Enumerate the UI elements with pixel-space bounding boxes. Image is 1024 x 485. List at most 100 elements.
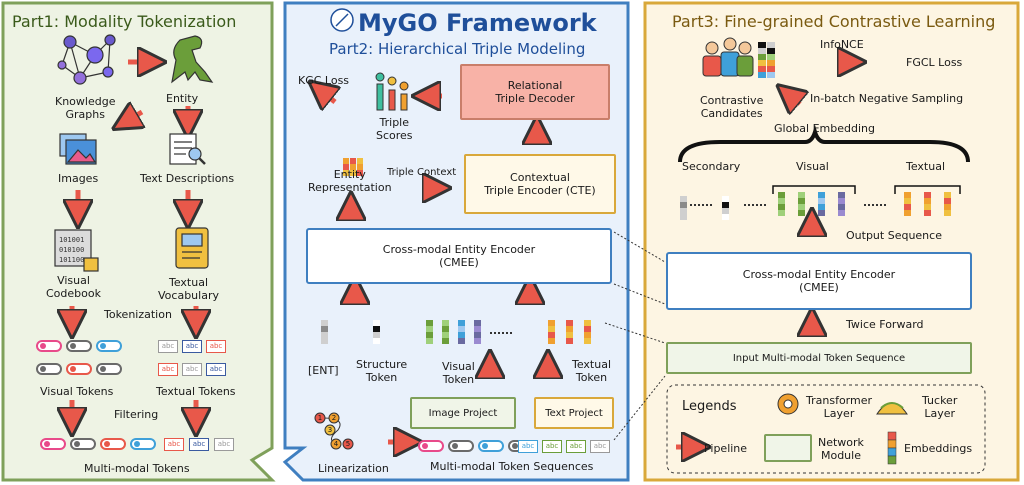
candidate-embeddings	[758, 72, 766, 78]
framework-title: MyGO Framework	[358, 9, 597, 37]
ellipsis-dots	[690, 204, 712, 206]
candidate-embeddings	[767, 48, 775, 54]
secondary-label: Secondary	[682, 160, 741, 173]
embedding-bar	[584, 326, 591, 332]
sequence-token-chip: abc	[566, 440, 586, 453]
entity-representation-embedding	[357, 164, 363, 170]
visual-token-chip	[66, 340, 92, 352]
embedding-bar	[818, 198, 825, 204]
linearization-step: 4	[333, 440, 339, 448]
legend-pipeline-label: Pipeline	[704, 442, 748, 455]
textual-token-chip: abc	[158, 340, 178, 353]
text-descriptions-icon	[169, 133, 206, 165]
cmee-encoder-part3: Cross-modal Entity Encoder (CMEE)	[666, 252, 972, 310]
embedding-bar	[584, 338, 591, 344]
ent-embedding	[321, 320, 328, 326]
embedding-bar	[458, 338, 465, 344]
entity-representation-embedding	[357, 170, 363, 176]
legends-label: Legends	[682, 399, 737, 414]
embedding-bar	[680, 202, 687, 208]
embedding-bar	[924, 198, 931, 204]
embedding-bar	[548, 320, 555, 326]
entity-representation-embedding	[343, 164, 349, 170]
embedding-bar	[442, 320, 449, 326]
sequence-token-chip: abc	[518, 440, 538, 453]
candidate-embeddings	[767, 66, 775, 72]
multimodal-token-chip	[100, 438, 126, 450]
embedding-bar	[442, 332, 449, 338]
embedding-bar	[818, 204, 825, 210]
triple-context-label: Triple Context	[387, 167, 457, 178]
linearization-icon	[314, 412, 354, 450]
compass-icon	[330, 8, 354, 32]
embedding-bar	[838, 198, 845, 204]
candidate-embeddings	[758, 54, 766, 60]
tokenization-label: Tokenization	[104, 308, 172, 321]
embedding-bar	[442, 338, 449, 344]
embedding-bar	[924, 192, 931, 198]
svg-text:101001: 101001	[59, 236, 84, 244]
ent-embedding	[321, 332, 328, 338]
structure-token-label: Structure Token	[356, 358, 408, 384]
candidate-embeddings	[758, 66, 766, 72]
textual-tokens-label: Textual Tokens	[156, 385, 236, 398]
ent-embedding	[321, 338, 328, 344]
embedding-bar	[838, 204, 845, 210]
triple-scores-icon	[375, 72, 409, 111]
sequence-token-chip: abc	[590, 440, 610, 453]
embedding-bar	[944, 210, 951, 216]
visual-token-chip	[36, 363, 62, 375]
visual-token-label: Visual Token	[442, 360, 475, 386]
visual-tokens-label: Visual Tokens	[40, 385, 114, 398]
legend-embeddings-label: Embeddings	[904, 442, 973, 455]
embedding-bar	[944, 204, 951, 210]
embedding-bar	[722, 202, 729, 208]
knowledge-graph-icon	[57, 34, 116, 85]
multimodal-token-chip	[70, 438, 96, 450]
structure-embedding	[373, 320, 380, 326]
embedding-bar	[442, 326, 449, 332]
embedding-bar	[474, 326, 481, 332]
legend-network-module-swatch	[764, 434, 812, 462]
gear-icon	[777, 393, 799, 415]
ent-embedding	[321, 326, 328, 332]
embedding-bar	[904, 192, 911, 198]
embedding-bar	[778, 198, 785, 204]
candidate-embeddings	[767, 42, 775, 48]
embedding-bar	[584, 332, 591, 338]
embedding-bar	[944, 198, 951, 204]
embedding-bar	[818, 192, 825, 198]
linearization-label: Linearization	[318, 462, 389, 475]
embedding-bar	[566, 320, 573, 326]
dotted-connectors	[604, 231, 666, 441]
text-descriptions-label: Text Descriptions	[140, 172, 235, 185]
visual-bracket	[772, 185, 856, 194]
embedding-bar	[474, 332, 481, 338]
linearization-step: 5	[345, 440, 351, 448]
image-project-module: Image Project	[410, 397, 516, 429]
textual-token-label: Textual Token	[572, 358, 612, 384]
taco-icon	[876, 402, 908, 415]
global-embedding-brace	[678, 125, 970, 163]
inbatch-sampling-label: In-batch Negative Sampling	[810, 92, 964, 105]
visual-codebook-icon: 101001 010100 101100	[54, 229, 99, 272]
multimodal-token-chip	[40, 438, 66, 450]
embedding-bar	[680, 196, 687, 202]
multimodal-token-chip: abc	[214, 438, 234, 451]
embedding-bar	[722, 196, 729, 202]
candidate-embeddings	[767, 60, 775, 66]
linearization-step: 2	[331, 414, 337, 422]
knowledge-graphs-label: Knowledge Graphs	[55, 95, 116, 121]
svg-text:010100: 010100	[59, 246, 84, 254]
embedding-bar	[458, 326, 465, 332]
entity-representation-embedding	[350, 164, 356, 170]
legend-box	[666, 384, 986, 474]
entity-representation-label: Entity Representation	[308, 168, 392, 194]
legend-tucker-label: Tucker Layer	[922, 394, 958, 420]
part3-panel	[643, 1, 1020, 482]
embedding-bar	[548, 326, 555, 332]
output-sequence-label: Output Sequence	[846, 229, 942, 242]
embedding-bar	[566, 326, 573, 332]
textual-bracket	[894, 185, 961, 194]
filtering-label: Filtering	[114, 408, 159, 421]
